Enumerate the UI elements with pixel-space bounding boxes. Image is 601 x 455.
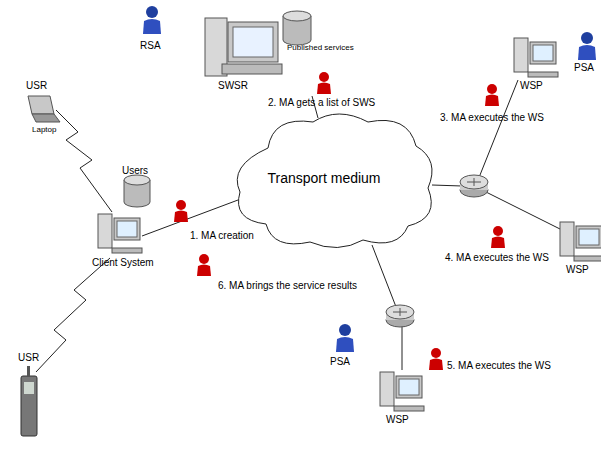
step-label: 4. MA executes the WS — [445, 252, 549, 263]
user-name: USR — [26, 80, 47, 91]
actor-name: PSA — [330, 356, 350, 367]
step-label: 5. MA executes the WS — [447, 360, 551, 371]
step-label: 1. MA creation — [190, 230, 254, 241]
server-name: WSP — [566, 264, 589, 275]
actor-name: PSA — [574, 62, 594, 73]
device-caption: Laptop — [32, 126, 56, 135]
database-caption: Users — [122, 165, 148, 176]
step-label: 3. MA executes the WS — [440, 112, 544, 123]
step-label: 2. MA gets a list of SWS — [268, 97, 375, 108]
cloud-node: Transport medium — [228, 108, 440, 252]
actor-name: RSA — [140, 40, 161, 51]
server-name: WSP — [520, 80, 543, 91]
step-label: 6. MA brings the service results — [218, 280, 357, 291]
cloud-title: Transport medium — [267, 170, 380, 186]
database-caption: Published services — [287, 44, 354, 53]
user-name: USR — [18, 352, 39, 363]
server-name: WSP — [386, 414, 409, 425]
server-name: SWSR — [218, 80, 248, 91]
computer-name: Client System — [92, 257, 154, 268]
